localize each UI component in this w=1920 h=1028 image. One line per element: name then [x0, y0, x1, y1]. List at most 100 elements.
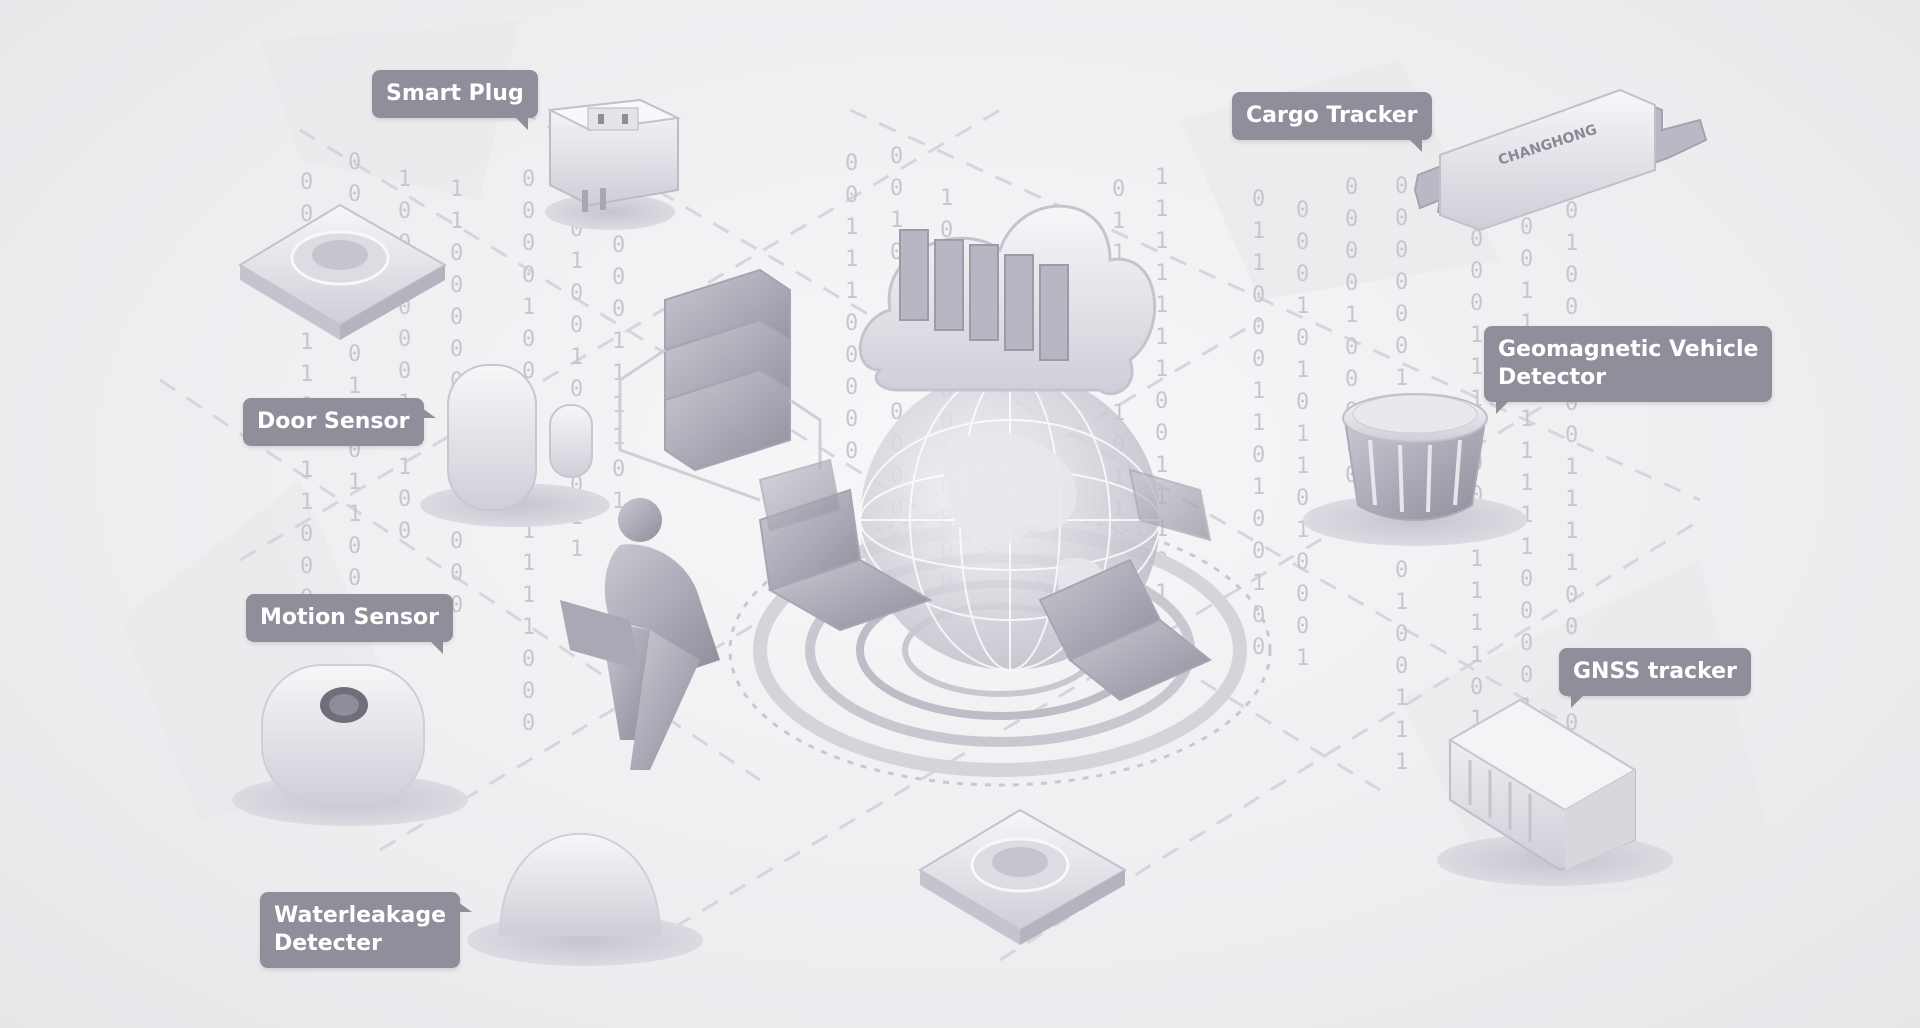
binary-digit: 1	[1470, 355, 1483, 380]
binary-digit: 1	[940, 186, 953, 211]
binary-digit: 1	[845, 215, 858, 240]
binary-digit: 0	[1112, 177, 1125, 202]
label-door-sensor: Door Sensor	[243, 398, 435, 446]
binary-digit: 1	[1296, 422, 1309, 447]
binary-digit: 0	[300, 202, 313, 227]
binary-digit: 1	[522, 551, 535, 576]
binary-digit: 0	[1296, 326, 1309, 351]
binary-digit: 0	[1395, 302, 1408, 327]
binary-digit: 0	[1520, 215, 1533, 240]
binary-digit: 1	[1520, 439, 1533, 464]
binary-digit: 0	[1252, 283, 1265, 308]
binary-digit: 1	[1252, 571, 1265, 596]
binary-digit: 1	[570, 249, 583, 274]
binary-digit: 1	[1470, 611, 1483, 636]
binary-digit: 0	[1296, 390, 1309, 415]
binary-digit: 0	[1520, 567, 1533, 592]
binary-digit: 0	[450, 561, 463, 586]
binary-digit: 1	[398, 167, 411, 192]
motion-sensor-device	[232, 664, 468, 826]
label-motion-sensor: Motion Sensor	[246, 594, 453, 654]
person-with-laptop	[560, 498, 720, 770]
binary-digit: 1	[1395, 750, 1408, 775]
binary-digit: 0	[398, 519, 411, 544]
binary-digit: 1	[1155, 197, 1168, 222]
binary-digit: 0	[1252, 539, 1265, 564]
binary-digit: 0	[1296, 230, 1309, 255]
binary-digit: 1	[1296, 294, 1309, 319]
binary-digit: 0	[300, 522, 313, 547]
binary-digit: 0	[1470, 259, 1483, 284]
binary-digit: 1	[1395, 686, 1408, 711]
binary-digit: 0	[612, 233, 625, 258]
binary-digit: 1	[1155, 261, 1168, 286]
binary-digit: 0	[348, 566, 361, 591]
binary-digit: 1	[1155, 293, 1168, 318]
binary-digit: 0	[1395, 622, 1408, 647]
binary-digit: 0	[398, 199, 411, 224]
binary-digit: 0	[1565, 423, 1578, 448]
cargo-tracker-device: CHANGHONG	[1413, 88, 1708, 232]
binary-digit: 0	[522, 327, 535, 352]
binary-digit: 0	[612, 265, 625, 290]
binary-digit: 0	[300, 554, 313, 579]
binary-digit: 0	[1296, 486, 1309, 511]
binary-digit: 1	[522, 615, 535, 640]
binary-digit: 1	[1345, 303, 1358, 328]
label-door-sensor-text: Door Sensor	[257, 409, 410, 434]
binary-digit: 0	[1296, 582, 1309, 607]
binary-digit: 1	[398, 455, 411, 480]
binary-digit: 0	[450, 337, 463, 362]
binary-digit: 0	[398, 327, 411, 352]
binary-digit: 0	[845, 311, 858, 336]
binary-digit: 0	[1395, 270, 1408, 295]
binary-digit: 0	[890, 144, 903, 169]
binary-digit: 0	[1470, 227, 1483, 252]
binary-digit: 1	[1252, 411, 1265, 436]
binary-digit: 0	[450, 593, 463, 618]
binary-digit: 0	[348, 342, 361, 367]
binary-digit: 0	[300, 170, 313, 195]
binary-digit: 0	[1252, 315, 1265, 340]
binary-digit: 1	[1252, 475, 1265, 500]
binary-digit: 0	[1296, 262, 1309, 287]
binary-digit: 1	[1296, 646, 1309, 671]
binary-digit: 1	[348, 374, 361, 399]
binary-digit: 1	[1565, 487, 1578, 512]
binary-digit: 1	[845, 247, 858, 272]
label-waterleakage-detector: Waterleakage Detecter	[260, 892, 473, 968]
binary-digit: 1	[1470, 547, 1483, 572]
binary-digit: 0	[348, 534, 361, 559]
binary-digit: 0	[845, 407, 858, 432]
binary-digit: 0	[1252, 507, 1265, 532]
binary-digit: 1	[522, 295, 535, 320]
binary-digit: 1	[570, 345, 583, 370]
binary-digit: 1	[890, 208, 903, 233]
label-geomagnetic-line2: Detector	[1498, 365, 1607, 390]
binary-digit: 0	[522, 199, 535, 224]
binary-digit: 0	[570, 377, 583, 402]
binary-digit: 0	[1345, 175, 1358, 200]
binary-digit: 0	[1395, 654, 1408, 679]
binary-digit: 1	[300, 490, 313, 515]
binary-digit: 1	[348, 502, 361, 527]
binary-digit: 0	[1565, 263, 1578, 288]
binary-digit: 0	[612, 457, 625, 482]
binary-digit: 1	[1155, 357, 1168, 382]
binary-digit: 0	[450, 305, 463, 330]
binary-digit: 1	[1155, 453, 1168, 478]
binary-digit: 0	[1345, 335, 1358, 360]
binary-digit: 0	[1252, 187, 1265, 212]
door-sensor-device	[420, 364, 610, 527]
binary-digit: 1	[1252, 251, 1265, 276]
binary-digit: 0	[1470, 675, 1483, 700]
binary-digit: 0	[1252, 603, 1265, 628]
binary-digit: 0	[1565, 615, 1578, 640]
binary-digit: 1	[1155, 325, 1168, 350]
binary-digit: 1	[1520, 279, 1533, 304]
binary-digit: 0	[1565, 295, 1578, 320]
binary-digit: 1	[1470, 643, 1483, 668]
binary-digit: 1	[1252, 219, 1265, 244]
